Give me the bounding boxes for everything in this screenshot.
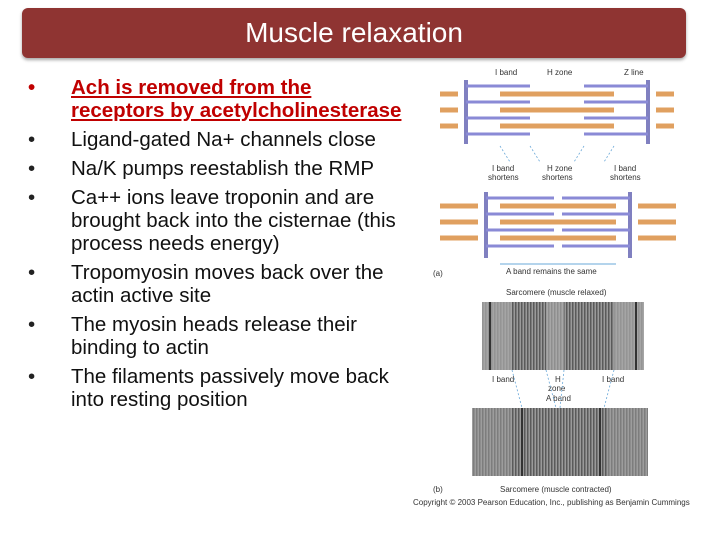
panel-a-label: (a) (433, 269, 443, 278)
label-sarcomere-relaxed: Sarcomere (muscle relaxed) (506, 288, 607, 297)
label-i-band-micro-left: I band (492, 375, 514, 384)
label-sarcomere-contracted: Sarcomere (muscle contracted) (500, 485, 612, 494)
sarcomere-figure: I band H zone Z line I band (410, 62, 710, 522)
label-h-zone-top: H zone (547, 68, 573, 77)
contracted-sarcomere-diagram (440, 192, 676, 258)
bullet-list: Ach is removed from the receptors by ace… (28, 76, 408, 417)
slide-title: Muscle relaxation (245, 17, 463, 48)
label-i-band-top: I band (495, 68, 517, 77)
label-shortens-left: shortens (488, 173, 519, 182)
slide-title-bar: Muscle relaxation (22, 8, 686, 58)
bullet-item: Na/K pumps reestablish the RMP (28, 157, 408, 180)
bullet-item: Ach is removed from the receptors by ace… (28, 76, 408, 122)
bullet-item: Tropomyosin moves back over the actin ac… (28, 261, 408, 307)
label-a-band-micro: A band (546, 394, 571, 403)
bullet-item: Ligand-gated Na+ channels close (28, 128, 408, 151)
copyright-text: Copyright © 2003 Pearson Education, Inc.… (413, 498, 690, 507)
label-z-line-top: Z line (624, 68, 644, 77)
bullet-item: The myosin heads release their binding t… (28, 313, 408, 359)
label-shortens-middle: shortens (542, 173, 573, 182)
label-h-zone-shortens: H zone (547, 164, 573, 173)
label-a-band-same: A band remains the same (506, 267, 597, 276)
relaxed-sarcomere-diagram (440, 80, 674, 144)
label-i-band-micro-right: I band (602, 375, 624, 384)
sarcomere-diagram: I band H zone Z line I band (433, 68, 676, 494)
label-i-band-shortens-left: I band (492, 164, 514, 173)
label-i-band-shortens-right: I band (614, 164, 636, 173)
panel-b-label: (b) (433, 485, 443, 494)
label-h-micro: H (555, 375, 561, 384)
bullet-item: The filaments passively move back into r… (28, 365, 408, 411)
bullet-item: Ca++ ions leave troponin and are brought… (28, 186, 408, 255)
label-zone-micro: zone (548, 384, 566, 393)
label-shortens-right: shortens (610, 173, 641, 182)
